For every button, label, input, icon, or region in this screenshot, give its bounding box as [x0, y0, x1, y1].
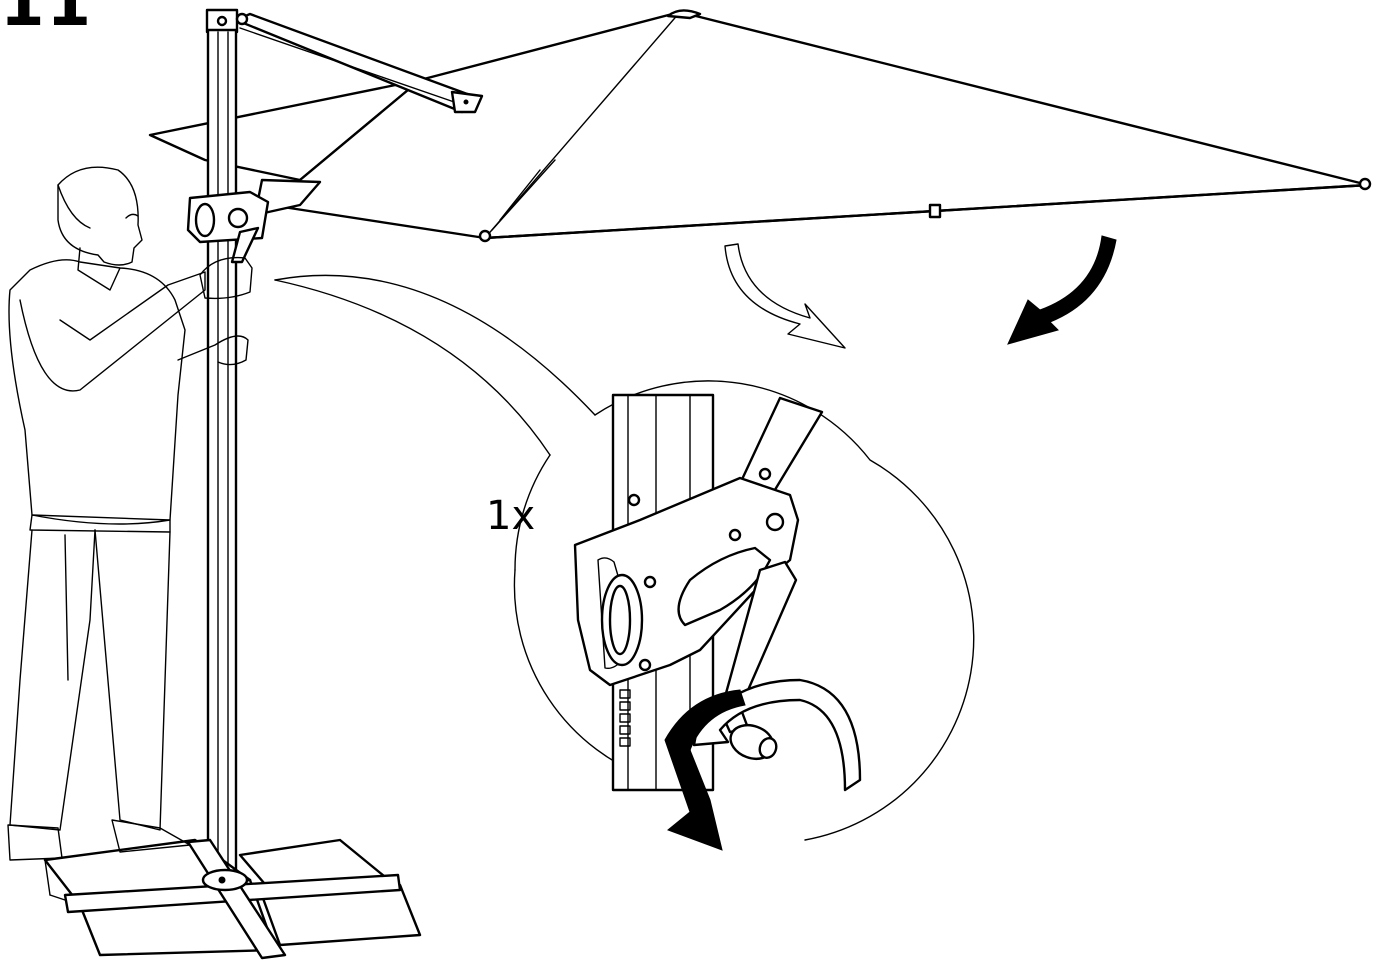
quantity-label: 1x: [486, 493, 536, 539]
umbrella-canopy: [148, 9, 1372, 243]
curved-arrow-down-icon: [1007, 235, 1117, 345]
ratchet-teeth: [619, 689, 631, 747]
crank-detail-callout: [274, 274, 975, 841]
step-number: 11: [0, 0, 94, 41]
rotate-arrow-icon: [664, 678, 862, 851]
umbrella-pole: [186, 8, 270, 892]
curved-arrow-outline-icon: [724, 243, 846, 349]
cross-base-with-weights: [43, 838, 422, 960]
person-figure: [7, 166, 253, 861]
umbrella-arm: [234, 12, 484, 114]
